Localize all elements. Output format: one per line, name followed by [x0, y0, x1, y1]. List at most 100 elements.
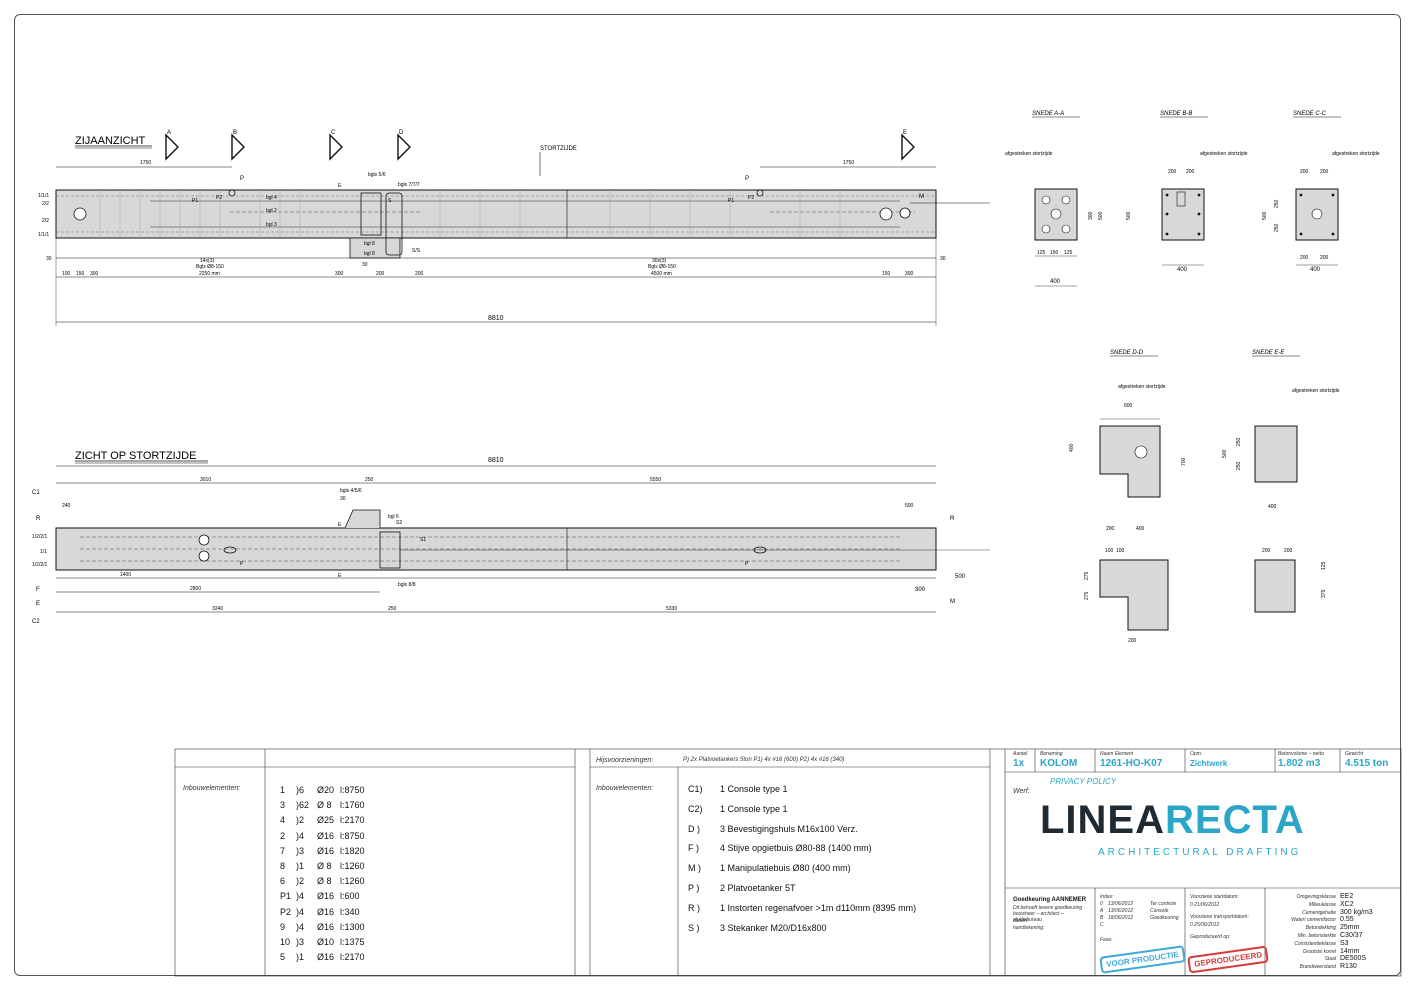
- top-label-30: 30: [340, 496, 346, 502]
- logo-wordmark: LINEARECTA: [1040, 800, 1305, 840]
- spec-value: R130: [1340, 963, 1357, 971]
- section-dd-label: afgestreken stortzijde: [1118, 384, 1166, 390]
- spec-value: EE2: [1340, 893, 1354, 900]
- rebar-count: )4: [296, 830, 305, 841]
- svg-text:1/1/1: 1/1/1: [38, 193, 49, 199]
- tb-geproduceerd-label: Geproduceerd op:: [1190, 934, 1231, 940]
- tb-goedkeuring-title: Goedkeuring AANNEMER: [1013, 897, 1087, 903]
- tb-type: KOLOM: [1040, 758, 1078, 769]
- side-label-e: E: [338, 183, 342, 189]
- top-dim-t0: 3010: [200, 477, 211, 483]
- side-label-p1-left: P1: [192, 198, 198, 204]
- top-label-p-right: P: [745, 561, 749, 567]
- privacy-policy-link[interactable]: PRIVACY POLICY: [1050, 777, 1117, 786]
- section-mark-b: B: [233, 130, 237, 136]
- side-label-bgls-777: bgls 7/7/7: [398, 182, 420, 188]
- section-mark-e: E: [903, 130, 907, 136]
- top-mark-e: E: [36, 601, 40, 607]
- side-length: 8810: [488, 315, 504, 322]
- section-bb-width: 400: [1177, 267, 1188, 273]
- rebar-len: l:1260: [340, 861, 365, 871]
- rebar-dia: Ø16: [317, 830, 335, 841]
- top-dim-b3: 250: [388, 606, 397, 612]
- spec-key: Betondekking: [1305, 925, 1336, 932]
- rebar-pos: 9: [280, 921, 286, 932]
- rebar-count: )6: [296, 785, 305, 795]
- tb-gewicht: 4.515 ton: [1345, 758, 1389, 769]
- side-label-p2-right: P2: [748, 195, 754, 201]
- section-ee-dim0: 250: [1236, 437, 1242, 446]
- section-bb-dim0: 200: [1168, 169, 1177, 175]
- section-ee-dim1: 250: [1236, 461, 1242, 470]
- spec-value: S3: [1340, 939, 1349, 947]
- top-dim-b4: 5330: [666, 606, 677, 612]
- section-ee-label: afgestreken stortzijde: [1292, 388, 1340, 394]
- section-ee-dim3: 200: [1284, 548, 1293, 554]
- inbouw-header: Inbouwelementen:: [596, 785, 654, 792]
- index-i: C: [1100, 922, 1104, 928]
- side-dim-b8: 200: [415, 271, 424, 277]
- tb-aantal: 1x: [1013, 758, 1025, 769]
- spec-value: 300 kg/m3: [1340, 908, 1373, 916]
- side-dim-b2: 300: [90, 271, 99, 277]
- tb-goedkeuring-text: Dit behoeft tevens goedkeuring bouwheer …: [1013, 905, 1083, 923]
- tb-index-label: Index:: [1100, 894, 1114, 900]
- index-t: Console: [1150, 908, 1169, 914]
- rebar-len: l:2170: [340, 952, 365, 963]
- top-dim-b1: 2800: [190, 586, 201, 592]
- tb-transport-label: Voorziene transportdatum:: [1190, 914, 1249, 920]
- spec-key: Staal: [1324, 956, 1336, 963]
- inbouw-code: R ): [688, 902, 700, 913]
- section-dd-dim0: 200: [1106, 526, 1115, 532]
- tb-type-label: Benaming: [1040, 751, 1063, 757]
- top-mark-m-right: M: [950, 599, 955, 605]
- top-label-e-bottom: E: [338, 573, 342, 579]
- section-aa-dim1: 150: [1050, 250, 1059, 256]
- top-mark-r: R: [36, 516, 41, 522]
- section-dd-dim2: 400: [1069, 443, 1075, 452]
- section-mark-c: C: [331, 130, 336, 136]
- tb-fase-label: Fase:: [1100, 937, 1113, 943]
- side-view-title: ZIJAANZICHT: [75, 135, 146, 147]
- top-length: 8810: [488, 457, 504, 464]
- section-dd-dim5: 100: [1116, 548, 1125, 554]
- rebar-dia: Ø16: [317, 921, 335, 932]
- top-view: ZICHT OP STORTZIJDE 8810 3010 250 5550 C…: [32, 450, 990, 625]
- section-markers: [165, 133, 915, 161]
- side-view: ZIJAANZICHT STORTZIJDE A B C D E 1750 17…: [38, 130, 990, 326]
- rebar-count: )1: [296, 952, 305, 963]
- table-frames: [174, 748, 1402, 977]
- section-mark-a: A: [167, 130, 171, 136]
- inbouw-text: 1 Console type 1: [720, 784, 788, 794]
- side-dim-b11: 4500 mm: [651, 271, 672, 277]
- rebar-pos: 3: [280, 800, 286, 811]
- side-edge-left: 30: [46, 256, 52, 262]
- top-mark-f: F: [36, 587, 40, 593]
- rebar-len: l:1375: [340, 937, 365, 947]
- section-cc-title: SNEDE C-C: [1293, 111, 1327, 117]
- section-aa-dim3: 300: [1088, 211, 1094, 220]
- top-label-s1: S1: [420, 537, 426, 543]
- rebar-pos: 10: [280, 937, 291, 947]
- top-mark-1221a: 1/2/2/1: [32, 534, 48, 540]
- inbouw-text: 1 Manipulatiebuis Ø80 (400 mm): [720, 863, 851, 874]
- spec-value: XC2: [1340, 900, 1354, 908]
- top-label-500: 500: [905, 503, 914, 509]
- index-i: A: [1100, 908, 1104, 914]
- side-label-bgl2: bgl 2: [266, 208, 277, 214]
- index-d: 18/06/2012: [1108, 915, 1134, 921]
- side-label-bgls-56: bgls 5/6: [368, 172, 386, 178]
- section-aa-label: afgestreken stortzijde: [1005, 151, 1053, 157]
- side-dim-b3: 14x(3): [200, 258, 215, 264]
- rebar-dia: Ø16: [317, 906, 335, 917]
- section-ee-title: SNEDE E-E: [1252, 350, 1285, 356]
- rebar-dia: Ø 8: [317, 800, 332, 811]
- side-dim-b13: 300: [905, 271, 914, 277]
- side-label-bgl8b: bgl 8: [364, 251, 375, 257]
- section-dd-dim1: 400: [1136, 526, 1145, 532]
- inbouw-text: 3 Bevestigingshuls M16x100 Verz.: [720, 823, 858, 834]
- rebar-len: l:1760: [340, 800, 365, 811]
- tb-transport-value: 0 25/06/2012: [1190, 922, 1220, 928]
- rebar-len: l:8750: [340, 830, 365, 841]
- spec-key: Brandweerstand: [1299, 964, 1336, 971]
